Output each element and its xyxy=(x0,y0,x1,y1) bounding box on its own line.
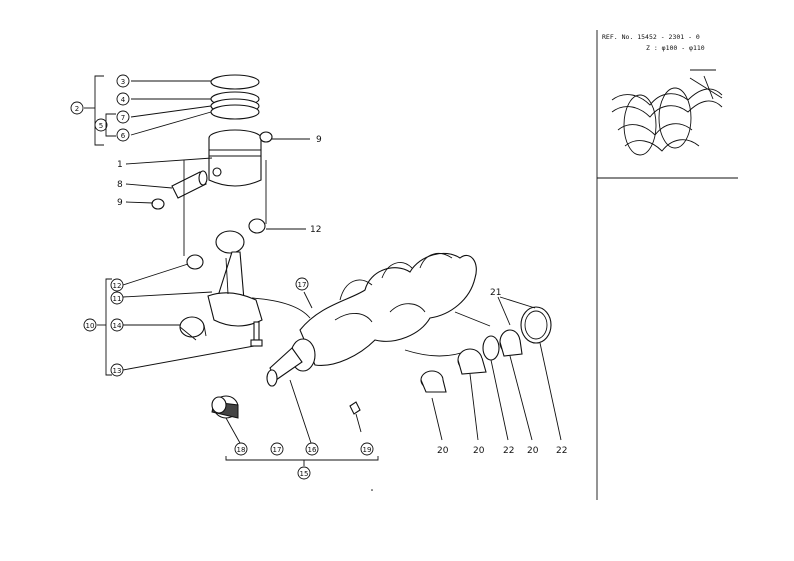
assembly-arc-3 xyxy=(454,311,491,327)
callout-22-b: 22 xyxy=(556,446,567,456)
callout-22-a: 22 xyxy=(503,446,514,456)
callout-13: 13 xyxy=(110,363,124,377)
oil-ring-6 xyxy=(210,104,260,120)
crankshaft-16 xyxy=(266,252,477,387)
piston-ring-3 xyxy=(210,74,260,90)
svg-text:3: 3 xyxy=(121,78,125,86)
callout-12-lower: 12 xyxy=(110,278,124,292)
callout-8: 8 xyxy=(117,180,123,190)
ref-size-note: Z : φ100 - φ110 xyxy=(646,44,705,52)
svg-text:4: 4 xyxy=(121,96,126,104)
callout-9-upper: 9 xyxy=(316,135,322,145)
main-bearing-20-a xyxy=(420,370,447,393)
piston-1 xyxy=(208,129,262,187)
svg-text:6: 6 xyxy=(121,132,126,140)
svg-text:12: 12 xyxy=(113,282,122,290)
callout-14: 14 xyxy=(110,318,124,332)
callout-20-b: 20 xyxy=(473,446,485,456)
svg-text:14: 14 xyxy=(113,322,122,330)
key-leader xyxy=(355,413,362,433)
callout-17-lower: 17 xyxy=(270,442,284,456)
main-bearing-20-b xyxy=(457,348,487,375)
svg-text:15: 15 xyxy=(300,470,309,478)
thrust-washer-22-b xyxy=(520,306,552,344)
woodruff-key-19 xyxy=(349,401,361,415)
callout-3: 3 xyxy=(116,74,130,88)
reference-inset: REF. No. 15452 - 2301 - 0 Z : φ100 - φ11… xyxy=(596,30,738,500)
callout-5: 5 xyxy=(94,118,108,132)
piston-rings-group xyxy=(210,74,260,120)
svg-text:16: 16 xyxy=(308,446,317,454)
svg-text:7: 7 xyxy=(121,114,125,122)
svg-text:17: 17 xyxy=(298,281,307,289)
circlip-9-upper xyxy=(259,131,273,143)
callout-12-upper: 12 xyxy=(310,225,321,235)
callout-18: 18 xyxy=(234,442,248,456)
inset-crank-detail xyxy=(611,69,723,156)
connecting-rod-11 xyxy=(207,230,263,327)
svg-text:18: 18 xyxy=(237,446,246,454)
rod-bolt-13 xyxy=(250,321,263,347)
callout-19: 19 xyxy=(360,442,374,456)
callout-10: 10 xyxy=(83,318,97,332)
callout-15: 15 xyxy=(297,466,311,480)
callout-2: 2 xyxy=(70,101,84,115)
crank-gear-18 xyxy=(211,395,239,419)
callout-9-lower: 9 xyxy=(117,198,123,208)
callout-20-a: 20 xyxy=(437,446,449,456)
callout-21: 21 xyxy=(490,288,501,298)
callout-17-upper: 17 xyxy=(295,277,309,291)
callout-7: 7 xyxy=(116,110,130,124)
assembly-arc-1 xyxy=(251,297,311,319)
stray-dot xyxy=(371,489,373,491)
svg-text:11: 11 xyxy=(113,295,122,303)
svg-text:2: 2 xyxy=(75,105,79,113)
leader-lines xyxy=(84,75,562,466)
circlip-9-lower xyxy=(151,198,165,210)
ref-number-text: REF. No. 15452 - 2301 - 0 xyxy=(602,33,700,41)
callout-20-c: 20 xyxy=(527,446,539,456)
svg-text:19: 19 xyxy=(363,446,372,454)
small-end-bushing-12-lower xyxy=(186,254,204,270)
svg-text:5: 5 xyxy=(99,122,103,130)
svg-text:17: 17 xyxy=(273,446,282,454)
callout-11: 11 xyxy=(110,291,124,305)
main-bearings-group xyxy=(420,306,552,393)
callout-16: 16 xyxy=(305,442,319,456)
main-bearing-20-c xyxy=(499,329,523,357)
svg-text:10: 10 xyxy=(86,322,95,330)
callout-1: 1 xyxy=(117,160,123,170)
svg-text:13: 13 xyxy=(113,367,122,375)
small-end-bushing-12-upper xyxy=(248,218,266,234)
callout-6: 6 xyxy=(116,128,130,142)
rod-bearing-14 xyxy=(179,316,207,341)
thrust-washer-22-a xyxy=(482,335,500,361)
callout-4: 4 xyxy=(116,92,130,106)
piston-pin-8 xyxy=(171,170,208,199)
callout-labels: 3 2 4 7 5 6 9 1 8 9 12 12 xyxy=(70,74,567,480)
